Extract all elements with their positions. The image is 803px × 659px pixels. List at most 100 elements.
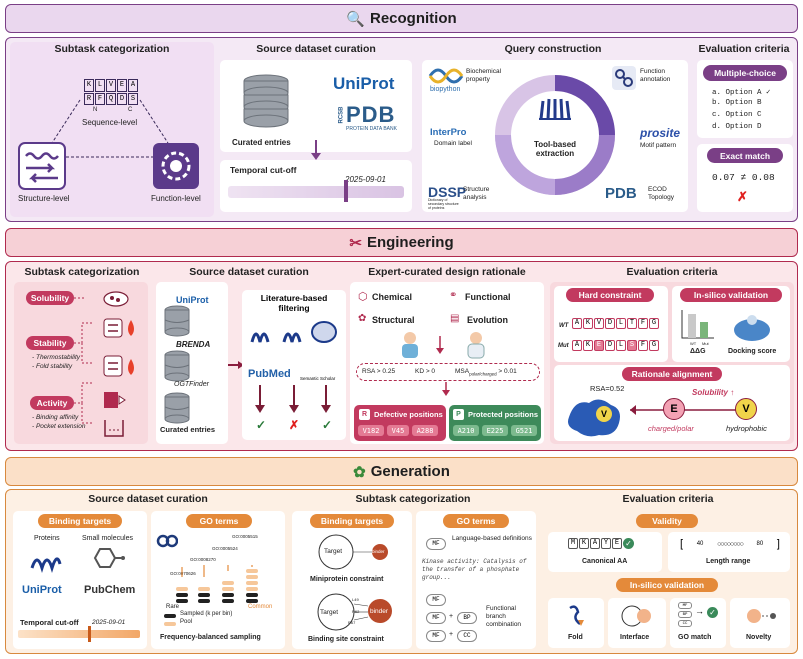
mut-res: D [605,340,615,351]
docking-label: Docking score [728,348,777,355]
gen-uniprot-logo: UniProt [22,584,62,596]
n-terminus-label: N [93,107,98,113]
mc-option-a: a. Option A ✓ [712,89,771,97]
solubility-up-label: Solubility ↑ [692,388,735,397]
seq-letter: Q [106,92,116,105]
seq-letter: A [128,79,138,92]
mut-res: E [594,340,604,351]
biochem-property-label: Biochemical property [466,68,502,83]
uniprot-logo: UniProt [333,74,395,93]
seq-letter: L [95,79,105,92]
validity-pill: Validity [636,514,698,528]
exact-pill: Exact match [707,148,783,163]
rsa-value: RSA=0.52 [590,384,625,393]
bp-tag: BP [457,612,477,624]
recognition-banner: 🔍 Recognition [5,4,798,33]
eng-db-3 [164,392,190,424]
filter-mark-3: ✓ [322,418,333,432]
rec-cutoff-date: 2025-09-01 [345,175,386,184]
seq-letter: S [128,92,138,105]
stability-item-fold: - Fold stability [32,363,73,370]
alignment-pill: Rationale alignment [622,367,722,381]
r67-label: R67 [348,620,356,625]
gen-eval-title: Evaluation criteria [622,493,714,505]
mf-tag-2: MF [426,594,446,606]
biopython-label: biopython [430,86,461,93]
solubility-icon [103,291,129,307]
cc-tag: CC [457,630,477,642]
recognition-title: Recognition [370,10,457,27]
msa-value: > 0.01 [496,368,517,375]
site-binder-label: binder [370,608,389,615]
domain-label: Domain label [434,140,472,147]
eng-db-2 [164,350,190,382]
ddg-label: ΔΔG [690,348,706,355]
go-match-label: GO match [678,634,712,641]
pubmed-logo: PubMed [248,368,291,380]
function-annotation-label: Function annotation [640,68,671,83]
gm-cc: CC [678,620,692,627]
generation-banner: ✿ Generation [5,457,798,486]
pocket-extension-icon [104,420,124,437]
pool-label: Pool [180,619,193,625]
scholar-logo: Semantic Scholar [300,376,336,381]
rec-cutoff-marker [344,180,348,202]
protected-pos-1: A210 [453,425,479,436]
novelty-icon [747,609,776,623]
rcsb-label: RCSB [338,106,345,124]
mf-tag-3: MF [426,612,446,624]
database-icon [243,74,289,128]
stability-pill: Stability [26,336,74,350]
msa-criterion: MSApolar/charged > 0.01 [455,368,517,376]
len-lo: 40 [696,541,704,547]
novelty-label: Novelty [746,634,772,641]
thermostability-icon [103,318,134,338]
pool-swatch [164,622,176,626]
e-v-swap-arrow [630,405,740,415]
gen-insilico-pill: In-silico validation [616,578,718,592]
pdb-subtitle: PROTEIN DATA BANK [346,126,397,132]
mut-res: L [616,340,626,351]
plus-2: + [449,631,454,638]
wt-label: WT [559,323,569,329]
novelty-panel [730,598,790,648]
gm-arrow: → [695,606,704,616]
eng-source-title: Source dataset curation [189,266,309,278]
function-level-icon [153,143,199,189]
docking-icon [734,315,770,341]
functional-label: Functional [465,292,511,302]
charged-polar-label: charged/polar [648,424,694,433]
ecod-topology-label: ECOD Topology [648,186,675,201]
gm-mf: MF [678,602,692,609]
go-id-2: GO:0008270 [190,557,216,562]
filter-arrows [255,385,331,413]
generation-title: Generation [370,463,450,480]
mc-option-c: c. Option C [712,111,762,119]
ddg-mut-label: Mut [702,341,709,346]
evolution-label: Evolution [467,315,508,325]
gm-bp: BP [678,611,692,618]
gen-cutoff-bar [18,630,140,638]
rationale-arrow [442,382,450,396]
gm-check: ✓ [707,607,718,618]
binding-site-label: Binding site constraint [308,636,384,643]
sub-binding-pill: Binding targets [310,514,394,528]
mut-res: F [638,340,648,351]
interface-label: Interface [620,634,650,641]
small-molecules-label: Small molecules [82,535,133,542]
kd-criterion: KD > 0 [415,368,436,375]
wt-res: T [627,318,637,329]
freq-balanced-label: Frequency-balanced sampling [160,634,261,641]
binding-site-diagram [317,593,392,631]
protected-title: Protected positions [468,410,539,419]
mut-res: S [627,340,637,351]
seq-letter: F [95,92,105,105]
go-id-3: GO:0005524 [212,546,238,551]
mc-option-d: d. Option D [712,123,762,131]
fold-label: Fold [568,634,583,641]
binding-affinity-icon [104,392,126,408]
go-histogram [176,565,258,603]
canon-res: A [590,538,600,549]
mini-target-label: Target [324,548,343,555]
solubility-pill: Solubility [26,291,74,305]
